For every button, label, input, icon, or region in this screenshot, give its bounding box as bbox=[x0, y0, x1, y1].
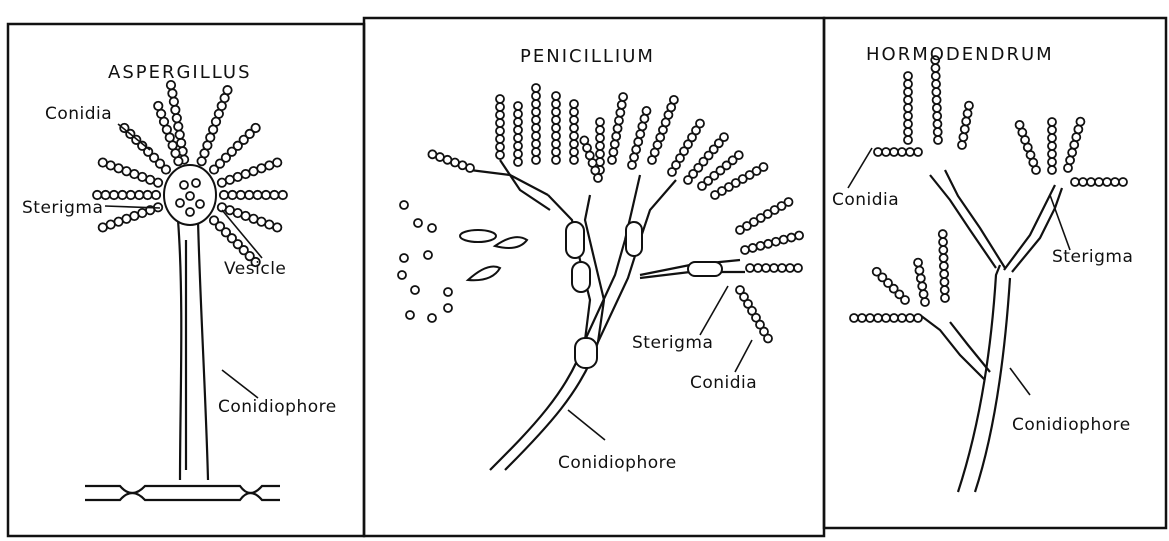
aspergillus-title: ASPERGILLUS bbox=[108, 62, 252, 83]
penicillium-conidiophore-label: Conidiophore bbox=[558, 453, 677, 473]
hormodendrum-title: HORMODENDRUM bbox=[866, 44, 1054, 65]
aspergillus-conidia-label: Conidia bbox=[45, 104, 112, 124]
aspergillus-conidiophore-label: Conidiophore bbox=[218, 397, 337, 417]
hormodendrum-conidiophore-label: Conidiophore bbox=[1012, 415, 1131, 435]
aspergillus-illustration bbox=[85, 81, 287, 500]
penicillium-title: PENICILLIUM bbox=[520, 46, 655, 67]
penicillium-illustration bbox=[398, 84, 803, 470]
hormodendrum-conidia-label: Conidia bbox=[832, 190, 899, 210]
aspergillus-vesicle-label: Vesicle bbox=[224, 259, 286, 279]
penicillium-conidia-label: Conidia bbox=[690, 373, 757, 393]
penicillium-sterigma-label: Sterigma bbox=[632, 333, 713, 353]
aspergillus-sterigma-label: Sterigma bbox=[22, 198, 103, 218]
hormodendrum-sterigma-label: Sterigma bbox=[1052, 247, 1133, 267]
